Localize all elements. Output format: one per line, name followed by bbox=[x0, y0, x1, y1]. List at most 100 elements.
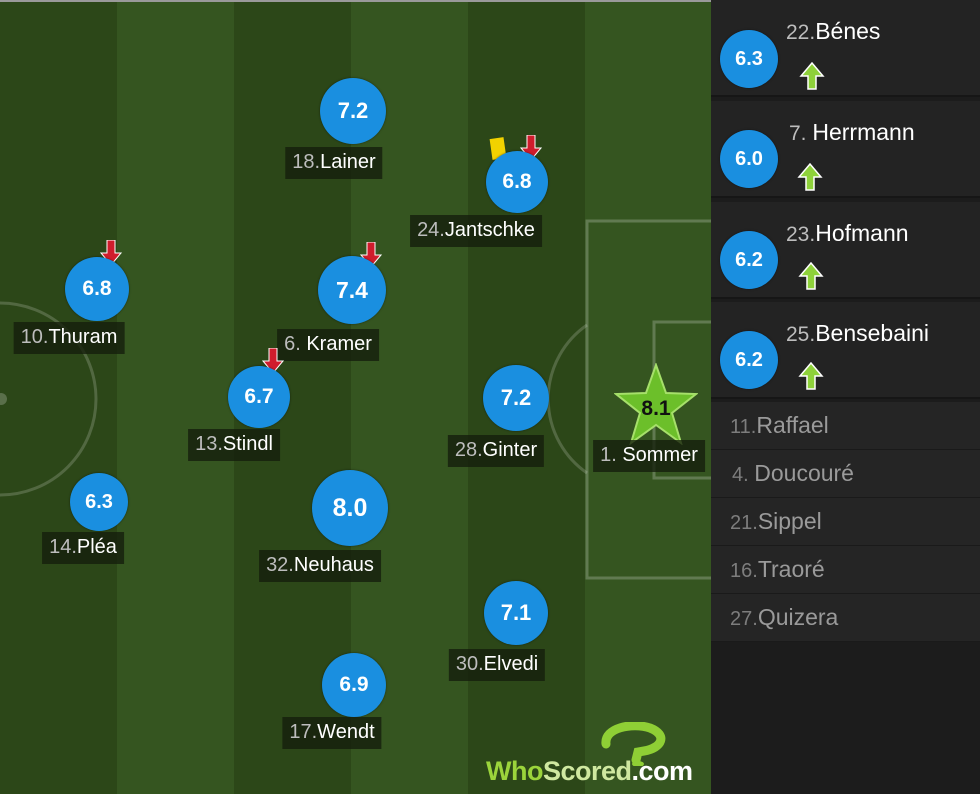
sub-name: Hofmann bbox=[815, 220, 909, 246]
unused-name: Quizera bbox=[757, 604, 839, 630]
player-label-lainer[interactable]: 18.Lainer bbox=[285, 147, 383, 179]
player-number: 1. bbox=[600, 444, 623, 466]
unused-number: 16. bbox=[730, 560, 758, 582]
player-rating-lainer[interactable]: 7.2 bbox=[320, 78, 386, 144]
player-name: Ginter bbox=[482, 439, 538, 461]
sub-name: Bénes bbox=[815, 18, 881, 44]
sub-number: 25. bbox=[786, 323, 816, 346]
unused-name: Raffael bbox=[756, 412, 829, 438]
sub-label: 23.Hofmann bbox=[786, 220, 909, 247]
unused-number: 27. bbox=[730, 608, 758, 630]
player-rating-jantschke[interactable]: 6.8 bbox=[486, 151, 548, 213]
unused-label: 11.Raffael bbox=[730, 412, 829, 439]
player-label-plea[interactable]: 14.Pléa bbox=[42, 532, 124, 564]
player-number: 6. bbox=[284, 333, 307, 355]
player-rating-sommer[interactable]: 8.1 bbox=[641, 397, 671, 420]
unused-label: 21.Sippel bbox=[730, 508, 822, 535]
player-label-ginter[interactable]: 28.Ginter bbox=[447, 435, 545, 467]
arrow-up-icon bbox=[799, 62, 825, 90]
unused-number: 21. bbox=[730, 512, 758, 534]
sub-label: 22.Bénes bbox=[786, 18, 880, 45]
player-name: Wendt bbox=[317, 721, 375, 743]
unused-row-quizera[interactable]: 27.Quizera bbox=[711, 594, 980, 642]
pitch-stripe bbox=[0, 2, 117, 794]
player-rating-thuram[interactable]: 6.8 bbox=[65, 257, 129, 321]
player-name: Pléa bbox=[76, 536, 117, 558]
player-label-stindl[interactable]: 13.Stindl bbox=[188, 429, 280, 461]
player-number: 14. bbox=[49, 536, 77, 558]
penalty-arc bbox=[546, 323, 588, 475]
sub-rating: 6.3 bbox=[720, 30, 778, 88]
question-mark-icon bbox=[601, 722, 666, 766]
player-label-wendt[interactable]: 17.Wendt bbox=[282, 717, 382, 749]
sub-number: 22. bbox=[786, 21, 816, 44]
sub-name: Herrmann bbox=[812, 119, 915, 145]
player-name: Sommer bbox=[622, 444, 698, 466]
sub-row-herrmann[interactable]: 6.0 7. Herrmann bbox=[711, 101, 980, 198]
unused-number: 4. bbox=[732, 464, 755, 486]
sub-rating: 6.2 bbox=[720, 231, 778, 289]
unused-label: 27.Quizera bbox=[730, 604, 838, 631]
sub-name: Bensebaini bbox=[815, 320, 930, 346]
arrow-up-icon bbox=[797, 163, 823, 191]
unused-name: Traoré bbox=[757, 556, 825, 582]
whoscored-logo[interactable]: WhoScored.com bbox=[486, 722, 701, 786]
center-spot bbox=[0, 393, 7, 405]
player-rating-plea[interactable]: 6.3 bbox=[70, 473, 128, 531]
sub-row-bensebaini[interactable]: 6.2 25.Bensebaini bbox=[711, 302, 980, 399]
sub-number: 7. bbox=[789, 122, 813, 145]
player-label-sommer[interactable]: 1. Sommer bbox=[593, 440, 705, 472]
arrow-up-icon bbox=[798, 362, 824, 390]
player-name: Neuhaus bbox=[293, 554, 374, 576]
pitch-stripe bbox=[117, 2, 234, 794]
player-number: 28. bbox=[454, 439, 483, 461]
star-icon bbox=[614, 363, 698, 445]
player-rating-stindl[interactable]: 6.7 bbox=[228, 366, 290, 428]
unused-name: Sippel bbox=[757, 508, 822, 534]
unused-row-traore[interactable]: 16.Traoré bbox=[711, 546, 980, 594]
sub-row-benes[interactable]: 6.3 22.Bénes bbox=[711, 0, 980, 97]
logo-dotcom: .com bbox=[631, 756, 694, 786]
player-name: Elvedi bbox=[483, 653, 539, 675]
player-name: Thuram bbox=[48, 326, 118, 348]
penalty-box bbox=[585, 219, 711, 580]
sub-rating: 6.0 bbox=[720, 130, 778, 188]
player-label-elvedi[interactable]: 30.Elvedi bbox=[448, 649, 546, 681]
logo-scored: Scored bbox=[542, 756, 632, 786]
player-name: Stindl bbox=[222, 433, 273, 455]
player-number: 17. bbox=[289, 721, 318, 743]
arrow-up-icon bbox=[798, 262, 824, 290]
sub-row-hofmann[interactable]: 6.2 23.Hofmann bbox=[711, 202, 980, 299]
unused-number: 11. bbox=[730, 416, 757, 438]
unused-row-raffael[interactable]: 11.Raffael bbox=[711, 402, 980, 450]
unused-row-doucoure[interactable]: 4. Doucouré bbox=[711, 450, 980, 498]
player-label-jantschke[interactable]: 24.Jantschke bbox=[410, 215, 542, 247]
unused-label: 4. Doucouré bbox=[732, 460, 854, 487]
unused-row-sippel[interactable]: 21.Sippel bbox=[711, 498, 980, 546]
player-rating-elvedi[interactable]: 7.1 bbox=[484, 581, 548, 645]
sub-rating: 6.2 bbox=[720, 331, 778, 389]
player-number: 30. bbox=[455, 653, 484, 675]
player-name: Kramer bbox=[306, 333, 372, 355]
sub-number: 23. bbox=[786, 223, 816, 246]
player-number: 24. bbox=[417, 219, 445, 241]
player-number: 32. bbox=[266, 554, 294, 576]
player-number: 13. bbox=[195, 433, 223, 455]
logo-wordmark: WhoScored.com bbox=[486, 756, 693, 787]
pitch: 7.2 18.Lainer 6.8 24.Jantschke 6.8 10.Th… bbox=[0, 0, 711, 794]
player-rating-neuhaus[interactable]: 8.0 bbox=[312, 470, 388, 546]
player-name: Jantschke bbox=[444, 219, 535, 241]
player-number: 18. bbox=[292, 151, 321, 173]
center-circle bbox=[0, 301, 98, 497]
unused-name: Doucouré bbox=[754, 460, 854, 486]
player-label-neuhaus[interactable]: 32.Neuhaus bbox=[259, 550, 381, 582]
player-rating-wendt[interactable]: 6.9 bbox=[322, 653, 386, 717]
unused-label: 16.Traoré bbox=[730, 556, 825, 583]
player-number: 10. bbox=[20, 326, 49, 348]
bench-panel: 6.3 22.Bénes 6.0 7. Herrmann 6.2 23.Hofm… bbox=[711, 0, 980, 794]
player-label-thuram[interactable]: 10.Thuram bbox=[13, 322, 125, 354]
player-rating-kramer[interactable]: 7.4 bbox=[318, 256, 386, 324]
sub-label: 25.Bensebaini bbox=[786, 320, 929, 347]
player-rating-ginter[interactable]: 7.2 bbox=[483, 365, 549, 431]
player-label-kramer[interactable]: 6. Kramer bbox=[277, 329, 379, 361]
